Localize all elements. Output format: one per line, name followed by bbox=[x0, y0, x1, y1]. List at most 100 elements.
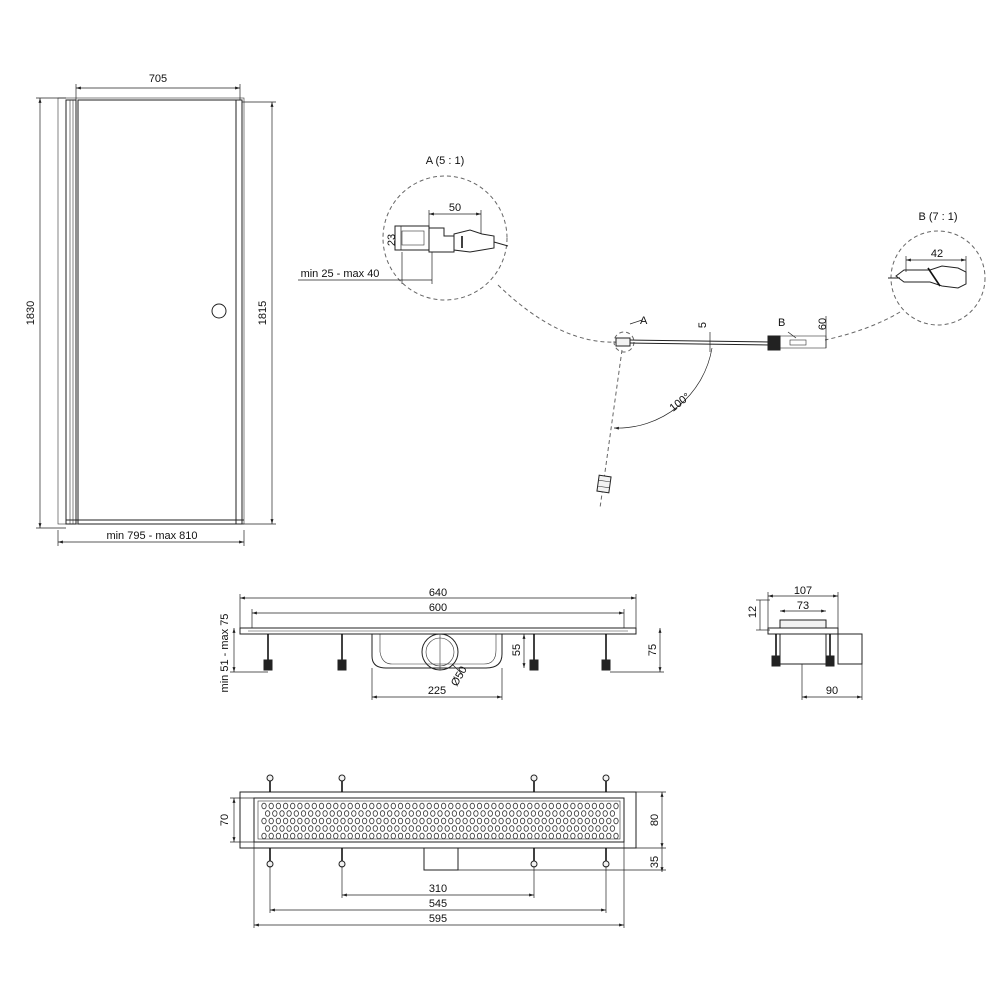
grate-hole bbox=[519, 817, 526, 825]
wall-profile-right bbox=[235, 99, 243, 525]
grate-hole bbox=[458, 810, 465, 817]
grate-hole bbox=[509, 810, 515, 817]
grate-hole bbox=[408, 810, 414, 817]
grate-hole bbox=[343, 825, 350, 832]
grate-hole bbox=[405, 817, 411, 825]
section-outlet bbox=[837, 633, 863, 665]
grate-hole bbox=[358, 825, 364, 832]
grate-hole bbox=[602, 825, 608, 832]
drain-dim-height-range: min 51 - max 75 bbox=[219, 614, 231, 693]
grate-hole bbox=[591, 832, 598, 840]
grate-hole bbox=[577, 817, 583, 825]
grate-hole bbox=[494, 825, 501, 832]
grate-hole bbox=[361, 832, 368, 840]
grate-hole bbox=[311, 832, 317, 840]
grate-hole bbox=[397, 802, 404, 810]
grate-hole bbox=[502, 825, 508, 832]
grate-hole bbox=[448, 832, 454, 840]
grate-hole bbox=[336, 825, 342, 832]
grate-hole bbox=[347, 832, 353, 840]
grate-hole bbox=[523, 810, 529, 817]
grate-hole bbox=[480, 825, 486, 832]
grate-hole bbox=[412, 802, 418, 810]
grate-hole bbox=[340, 817, 346, 825]
grate-hole bbox=[351, 825, 357, 832]
dim-install-range: min 795 - max 810 bbox=[106, 530, 197, 542]
grate-hole bbox=[509, 825, 515, 832]
grate-hole bbox=[297, 802, 303, 810]
grate-hole bbox=[308, 810, 314, 817]
grate-hole bbox=[376, 802, 382, 810]
grate-hole bbox=[275, 802, 281, 810]
grate-hole bbox=[282, 802, 289, 810]
grate-hole bbox=[606, 817, 612, 825]
grate-hole bbox=[383, 817, 389, 825]
grate-hole bbox=[505, 832, 511, 840]
grate-hole bbox=[498, 817, 504, 825]
grate-hole bbox=[559, 810, 565, 817]
grate-hole bbox=[591, 802, 598, 810]
grate-hole bbox=[300, 825, 307, 832]
grate-hole bbox=[602, 810, 608, 817]
grate-hole bbox=[484, 817, 490, 825]
grate-hole bbox=[326, 817, 332, 825]
grate-hole bbox=[286, 825, 292, 832]
grate-hole bbox=[541, 817, 547, 825]
grate-hole bbox=[577, 802, 583, 810]
detail-a-title: A (5 : 1) bbox=[426, 155, 465, 167]
grate-hole bbox=[340, 832, 346, 840]
grate-hole bbox=[473, 810, 479, 817]
grate-hole bbox=[573, 825, 580, 832]
drain-legs-side bbox=[263, 634, 611, 671]
grate-hole bbox=[613, 832, 619, 840]
section-dim-inner-width: 73 bbox=[797, 600, 809, 612]
grate-hole bbox=[336, 810, 342, 817]
grate-hole bbox=[433, 802, 439, 810]
drain-side-view: 640 600 min 51 - max 75 bbox=[219, 587, 664, 700]
grate-hole bbox=[304, 802, 310, 810]
drain-section-view: 107 73 12 90 bbox=[747, 585, 863, 700]
grate-hole bbox=[466, 810, 472, 817]
plan-marker-a: A bbox=[640, 315, 648, 327]
grate-hole bbox=[487, 810, 493, 817]
grate-hole bbox=[548, 832, 554, 840]
top-dim-mid-legs: 545 bbox=[429, 898, 447, 910]
grate-hole bbox=[264, 810, 271, 817]
door-front-view: 705 1830 1815 min 795 - max 810 bbox=[25, 73, 276, 546]
section-dim-top-width: 107 bbox=[794, 585, 812, 597]
grate-hole bbox=[293, 810, 299, 817]
top-dim-grate-width: 70 bbox=[219, 814, 231, 826]
detail-a-dim-width: 50 bbox=[449, 202, 461, 214]
grate-hole bbox=[422, 825, 429, 832]
grate-hole bbox=[347, 802, 353, 810]
detail-a: A (5 : 1) 50 23 min 25 - max 40 bbox=[298, 155, 619, 343]
grate-hole bbox=[415, 825, 421, 832]
grate-hole bbox=[606, 832, 612, 840]
grate-hole bbox=[613, 802, 619, 810]
grate-hole bbox=[469, 802, 475, 810]
grate-hole bbox=[372, 825, 378, 832]
door-handle-icon bbox=[211, 303, 227, 319]
grate-hole bbox=[598, 802, 605, 810]
grate-hole bbox=[272, 810, 278, 817]
grate-hole bbox=[573, 810, 580, 817]
grate-hole bbox=[498, 802, 504, 810]
drain-legs-top bbox=[266, 774, 610, 868]
drain-top-grate bbox=[253, 797, 625, 843]
detail-a-circle bbox=[382, 175, 508, 301]
grate-hole bbox=[329, 810, 335, 817]
grate-hole bbox=[491, 817, 497, 825]
grate-hole bbox=[333, 817, 339, 825]
grate-hole bbox=[318, 832, 325, 840]
top-dim-outlet-length: 35 bbox=[649, 856, 661, 868]
grate-hole bbox=[361, 802, 368, 810]
grate-hole bbox=[519, 802, 526, 810]
grate-hole bbox=[412, 832, 418, 840]
grate-hole bbox=[491, 832, 497, 840]
grate-hole bbox=[369, 832, 375, 840]
grate-hole bbox=[415, 810, 421, 817]
grate-hole bbox=[545, 810, 551, 817]
grate-hole bbox=[387, 825, 393, 832]
grate-hole bbox=[519, 832, 526, 840]
grate-hole bbox=[272, 825, 278, 832]
